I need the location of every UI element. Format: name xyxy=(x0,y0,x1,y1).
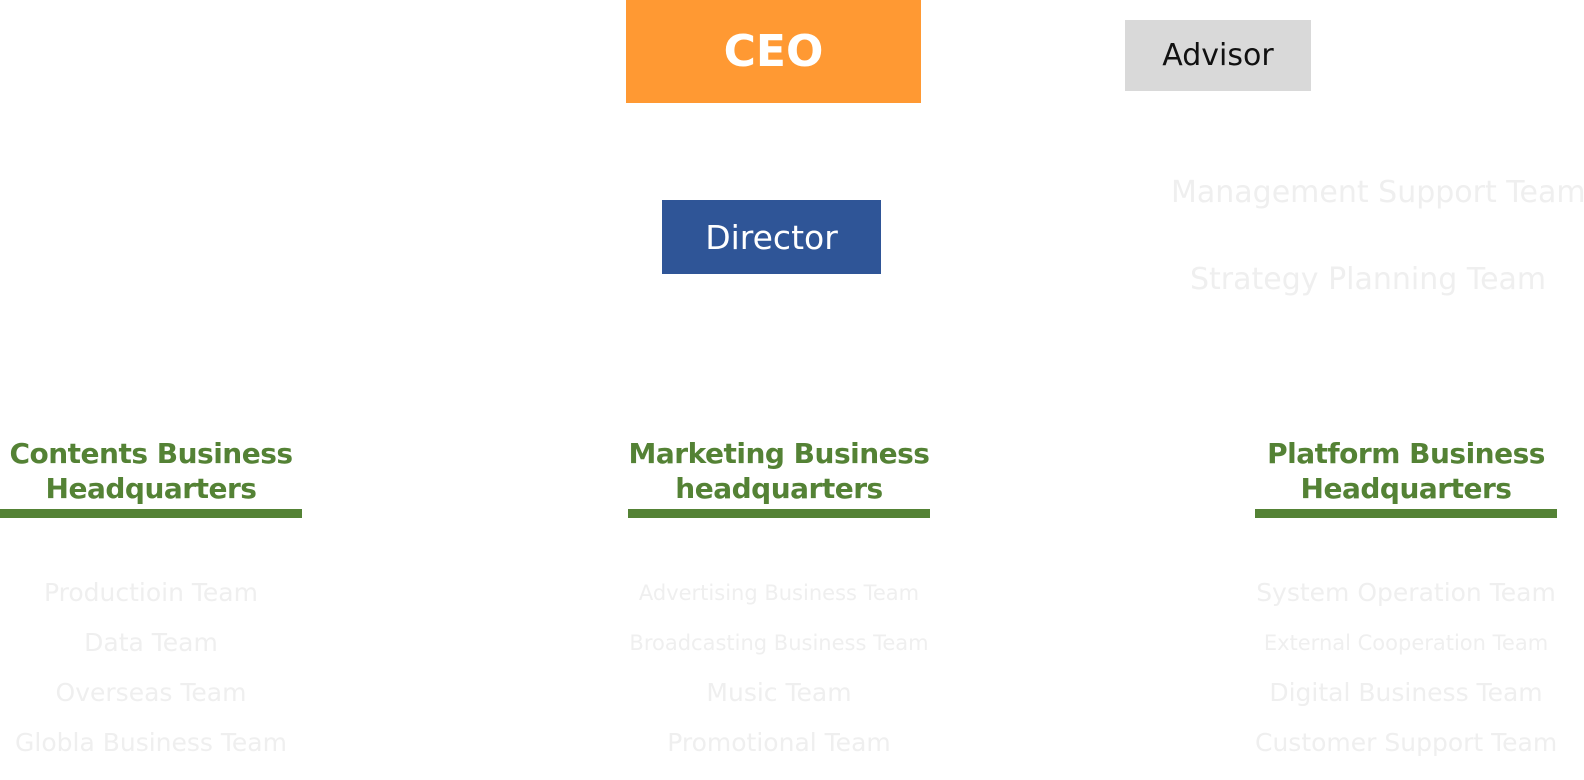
ceo-box: CEO xyxy=(626,0,921,103)
team-item: System Operation Team xyxy=(1256,578,1556,607)
advisor-label: Advisor xyxy=(1162,38,1274,73)
advisor-box: Advisor xyxy=(1125,20,1311,91)
hq-team-list: Advertising Business Team Broadcasting B… xyxy=(628,568,930,768)
hq-title-line1: Marketing Business xyxy=(628,437,930,470)
hq-underline xyxy=(628,509,930,518)
team-item: Globla Business Team xyxy=(15,728,287,757)
team-item: Promotional Team xyxy=(667,728,891,757)
hq-title-line2: Headquarters xyxy=(1300,472,1512,505)
hq-title: Platform Business Headquarters xyxy=(1255,433,1557,509)
team-item: Broadcasting Business Team xyxy=(629,631,929,655)
hq-team-list: Productioin Team Data Team Overseas Team… xyxy=(0,568,302,768)
team-item: Productioin Team xyxy=(44,578,258,607)
hq-title-line2: headquarters xyxy=(675,472,883,505)
hq-underline xyxy=(1255,509,1557,518)
hq-platform-business: Platform Business Headquarters System Op… xyxy=(1255,433,1557,768)
team-item: Digital Business Team xyxy=(1269,678,1543,707)
hq-title: Marketing Business headquarters xyxy=(628,433,930,509)
hq-title-line2: Headquarters xyxy=(45,472,257,505)
team-item: Customer Support Team xyxy=(1255,728,1558,757)
team-item: Music Team xyxy=(706,678,852,707)
director-label: Director xyxy=(705,217,838,257)
hq-underline xyxy=(0,509,302,518)
director-box: Director xyxy=(662,200,881,274)
ceo-label: CEO xyxy=(723,26,824,77)
hq-contents-business: Contents Business Headquarters Productio… xyxy=(0,433,302,768)
staff-team-management-support: Management Support Team xyxy=(1171,175,1584,210)
team-item: Data Team xyxy=(84,628,218,657)
hq-title-line1: Contents Business xyxy=(9,437,293,470)
hq-team-list: System Operation Team External Cooperati… xyxy=(1255,568,1557,768)
team-item: External Cooperation Team xyxy=(1263,631,1549,655)
hq-marketing-business: Marketing Business headquarters Advertis… xyxy=(628,433,930,768)
hq-title: Contents Business Headquarters xyxy=(0,433,302,509)
hq-title-line1: Platform Business xyxy=(1267,437,1545,470)
staff-team-strategy-planning: Strategy Planning Team xyxy=(1190,262,1547,297)
team-item: Advertising Business Team xyxy=(638,581,920,605)
team-item: Overseas Team xyxy=(55,678,247,707)
